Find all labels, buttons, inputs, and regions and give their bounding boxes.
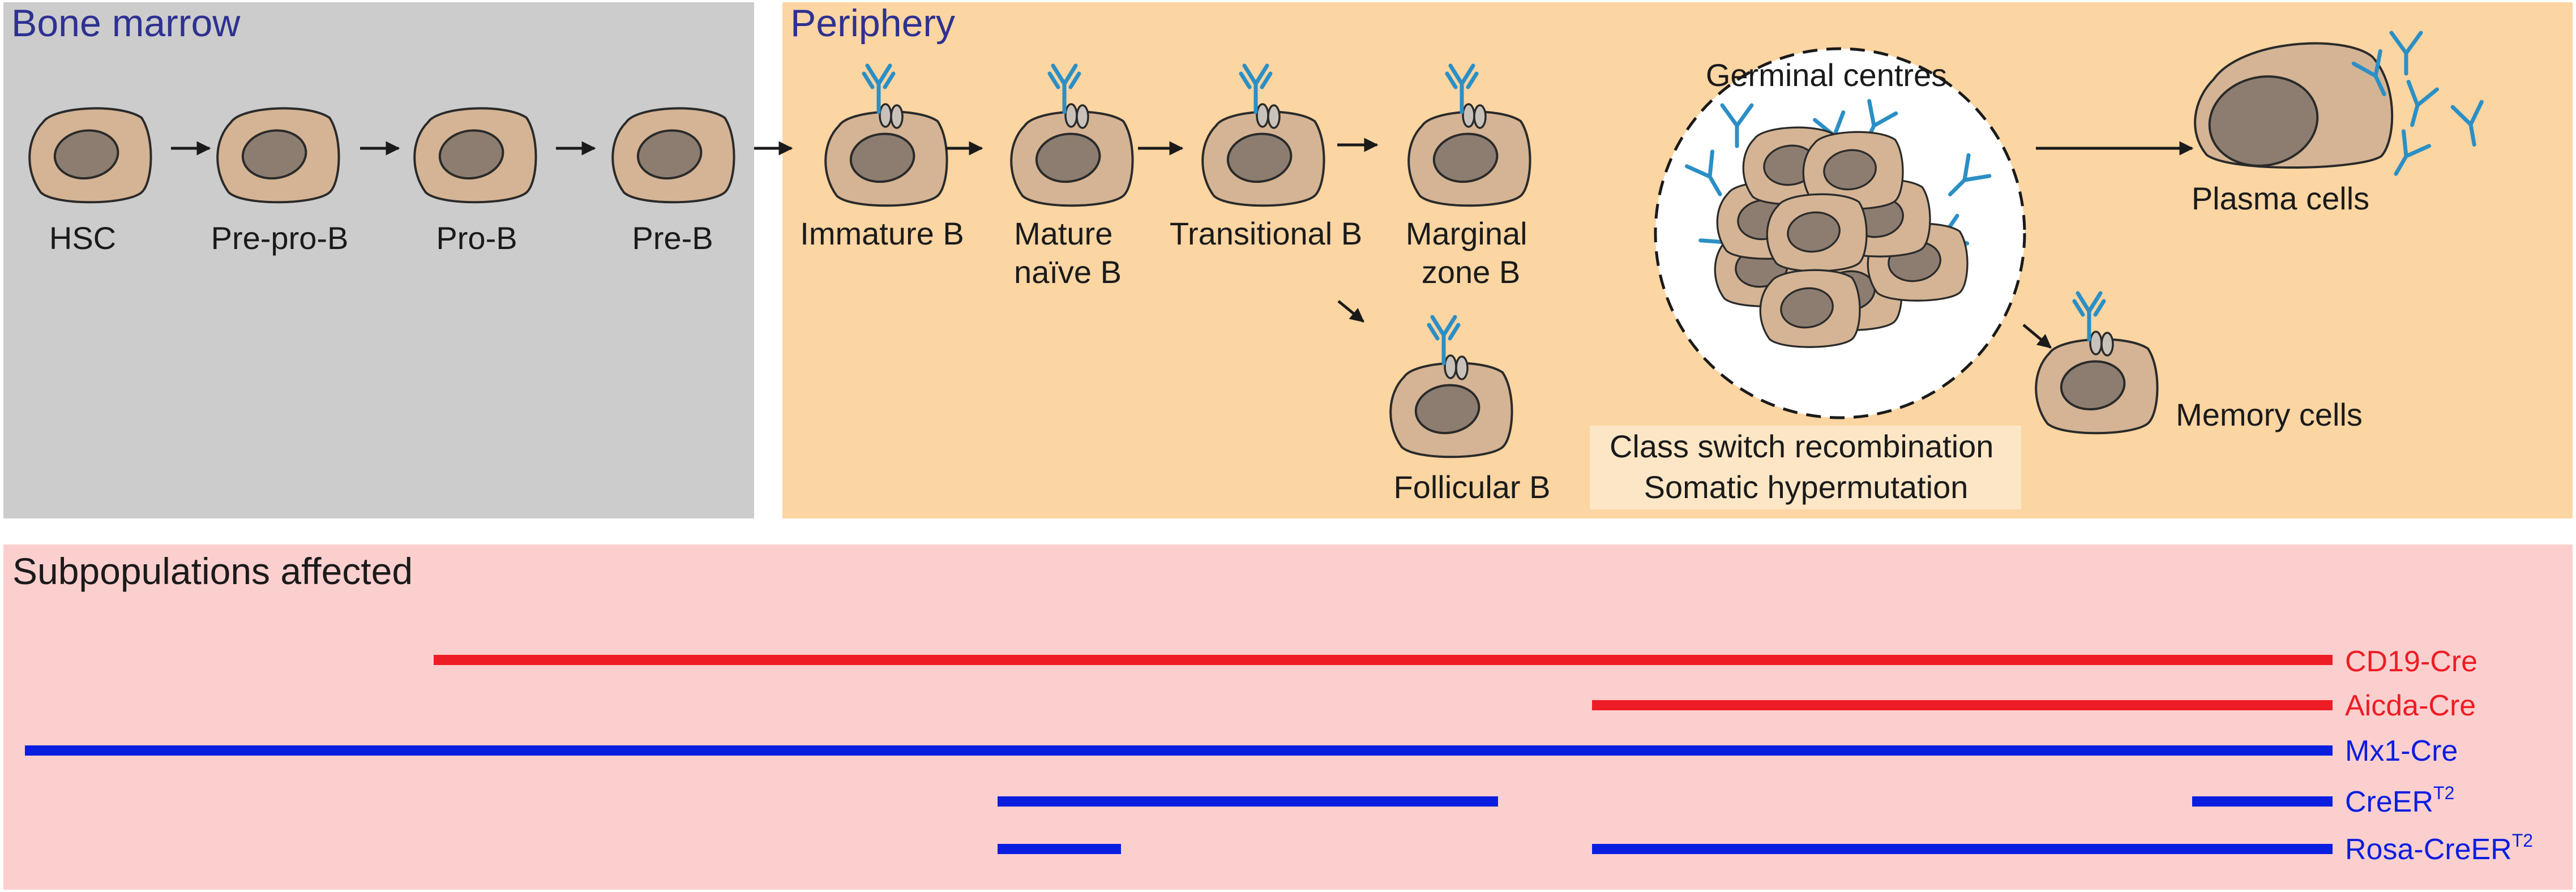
rosa-creert2-label: Rosa-CreERT2 [2345,830,2533,866]
gc-cell-icon [1766,193,1868,272]
aicda-cre-label: Aicda-Cre [2345,689,2476,722]
arrow-transitional-to-follicular [1337,300,1364,323]
mature-naive-b-label-line-2: naïve B [1014,254,1122,290]
bone-marrow-title: Bone marrow [11,2,241,45]
subpopulations-title: Subpopulations affected [12,550,413,592]
marginal-zone-b-label-line-1: Marginal [1406,216,1527,251]
immature-b-label: Immature B [800,216,964,251]
arrow-gc-to-memory [2022,324,2052,349]
gc-cell-icon [1759,269,1861,348]
plasma-cells-label: Plasma cells [2192,181,2369,216]
mature-naive-b-label: Mature naïve B [1014,216,1122,290]
pre-b-label: Pre-B [632,220,713,256]
plasma-cell-icon [2194,42,2394,169]
bone-marrow-panel [3,2,754,518]
pre-b-cell-icon [611,107,735,204]
hsc-label: HSC [49,220,116,256]
memory-cells-label: Memory cells [2176,397,2363,432]
gc-process-label-box [1590,426,2021,509]
creert2-label-main: CreER [2345,786,2433,818]
somatic-hypermutation-label: Somatic hypermutation [1644,469,1969,505]
mx1-cre-label: Mx1-Cre [2345,735,2458,767]
follicular-b-label: Follicular B [1394,469,1551,505]
rosa-creert2-label-main: Rosa-CreER [2345,833,2512,866]
pre-pro-b-cell-icon [216,107,340,204]
creert2-label: CreERT2 [2345,783,2454,818]
rosa-creert2-label-superscript: T2 [2512,830,2533,851]
subpopulations-panel [3,544,2573,890]
pre-pro-b-label: Pre-pro-B [211,220,349,256]
creert2-label-superscript: T2 [2433,783,2454,803]
pro-b-cell-icon [413,107,537,204]
marginal-zone-b-label: Marginal zone B [1406,216,1536,290]
periphery-title: Periphery [790,2,955,45]
marginal-zone-b-label-line-2: zone B [1422,254,1520,290]
hsc-cell-icon [28,107,152,204]
transitional-b-label: Transitional B [1170,216,1362,251]
cd19-cre-label: CD19-Cre [2345,645,2477,678]
germinal-centres-label: Germinal centres [1706,57,1947,93]
pro-b-label: Pro-B [436,220,517,256]
mature-naive-b-label-line-1: Mature [1014,216,1112,251]
class-switch-recombination-label: Class switch recombination [1610,428,1993,464]
gc-process-label: Class switch recombination Somatic hyper… [1610,428,2002,505]
